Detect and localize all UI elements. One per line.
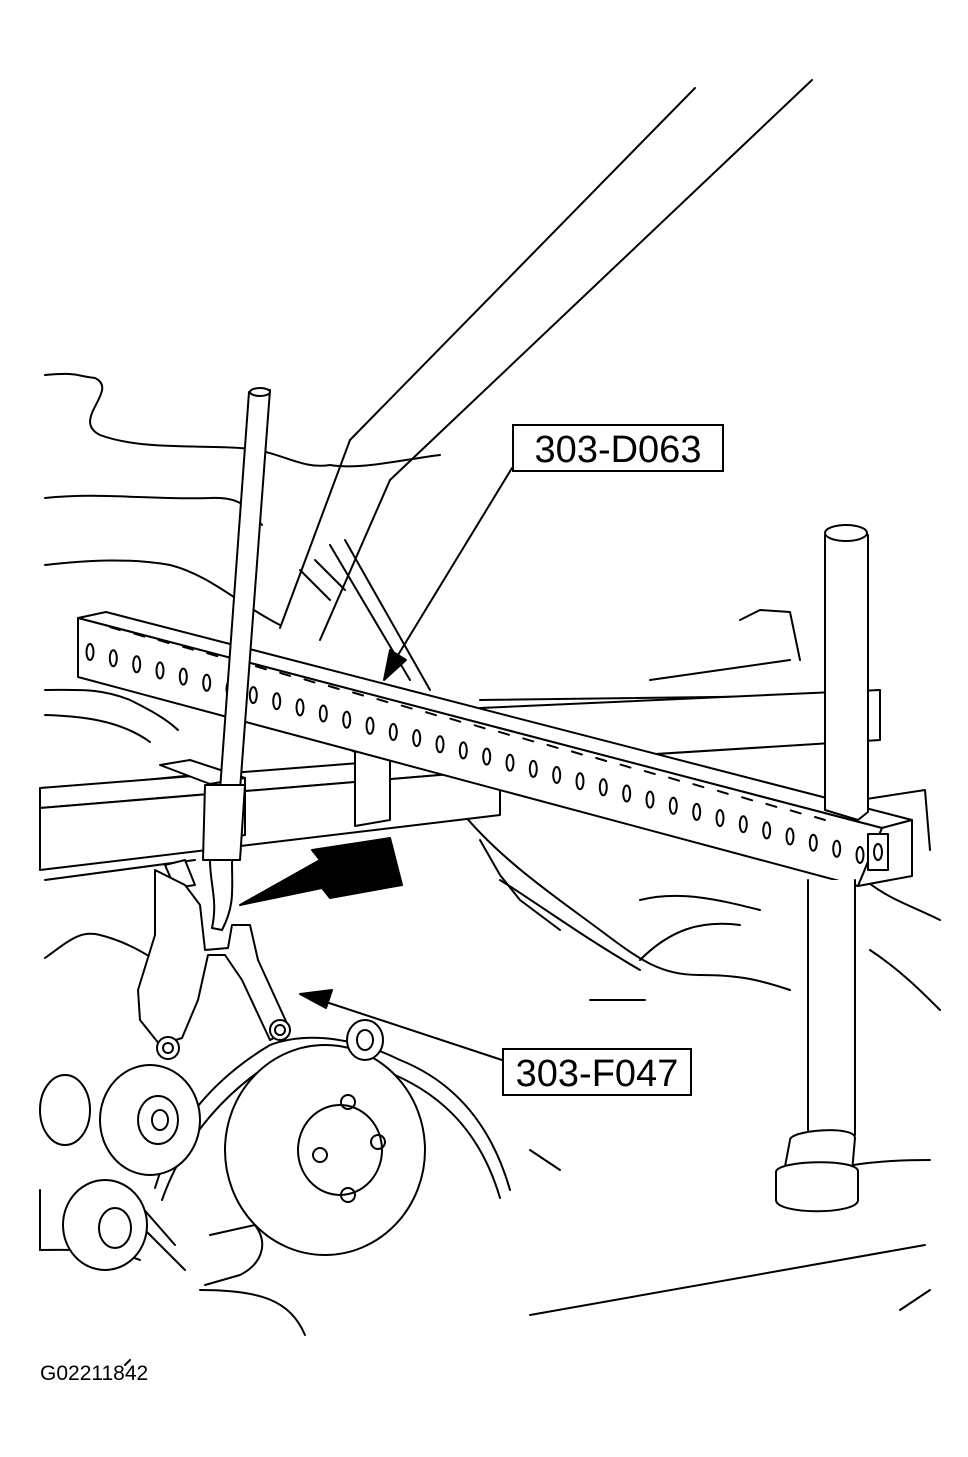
figure-reference-id: G02211842 (40, 1362, 149, 1385)
tool-label-303-f047: 303-F047 (502, 1048, 692, 1096)
leader-lines (299, 467, 513, 1061)
tool-label-303-d063: 303-D063 (512, 424, 724, 472)
stand-post (775, 524, 869, 1213)
direction-arrow (239, 837, 403, 906)
tensioner-bracket (137, 869, 291, 1060)
accessory-drive (39, 1019, 511, 1286)
perforated-crossbar (77, 611, 913, 887)
crossbar-holes (85, 626, 865, 864)
hood-prop-rods (279, 79, 813, 691)
adjustment-rod (164, 387, 271, 931)
